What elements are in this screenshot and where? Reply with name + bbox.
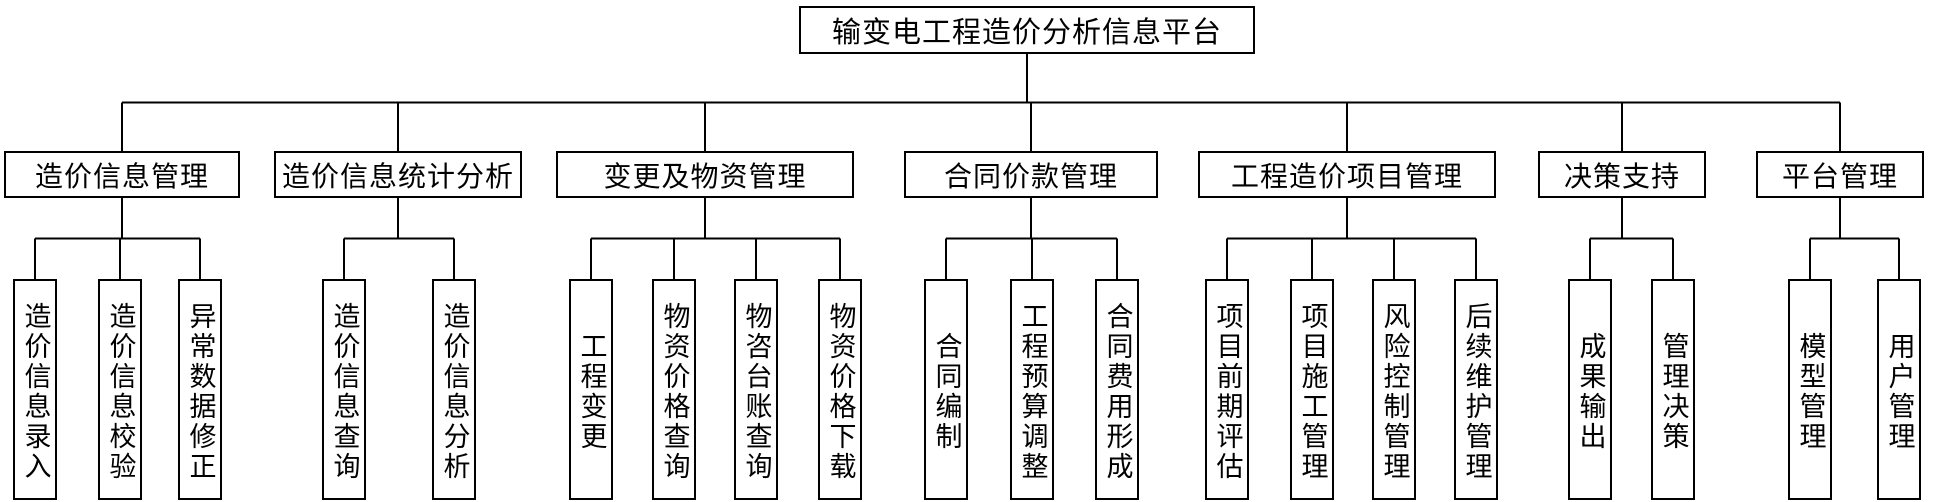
category-node: 决策支持 [1538,151,1706,198]
category-node: 工程造价项目管理 [1198,151,1496,198]
category-node: 变更及物资管理 [556,151,854,198]
leaf-node: 物咨台账查询 [734,279,778,500]
category-node: 造价信息统计分析 [274,151,522,198]
leaf-node: 造价信息校验 [98,279,142,500]
leaf-node: 工程变更 [569,279,613,500]
leaf-node: 合同费用形成 [1095,279,1139,500]
leaf-node: 造价信息查询 [322,279,366,500]
category-node: 合同价款管理 [904,151,1158,198]
category-node: 平台管理 [1756,151,1924,198]
category-node: 造价信息管理 [4,151,240,198]
leaf-node: 管理决策 [1651,279,1695,500]
leaf-node: 风险控制管理 [1372,279,1416,500]
leaf-node: 物资价格下载 [818,279,862,500]
leaf-node: 工程预算调整 [1010,279,1054,500]
leaf-node: 异常数据修正 [178,279,222,500]
leaf-node: 造价信息录入 [13,279,57,500]
leaf-node: 合同编制 [924,279,968,500]
leaf-node: 成果输出 [1568,279,1612,500]
leaf-node: 后续维护管理 [1454,279,1498,500]
leaf-node: 模型管理 [1788,279,1832,500]
root-node: 输变电工程造价分析信息平台 [799,6,1255,54]
leaf-node: 物资价格查询 [652,279,696,500]
leaf-node: 用户管理 [1877,279,1921,500]
leaf-node: 项目施工管理 [1290,279,1334,500]
leaf-node: 项目前期评估 [1205,279,1249,500]
leaf-node: 造价信息分析 [432,279,476,500]
